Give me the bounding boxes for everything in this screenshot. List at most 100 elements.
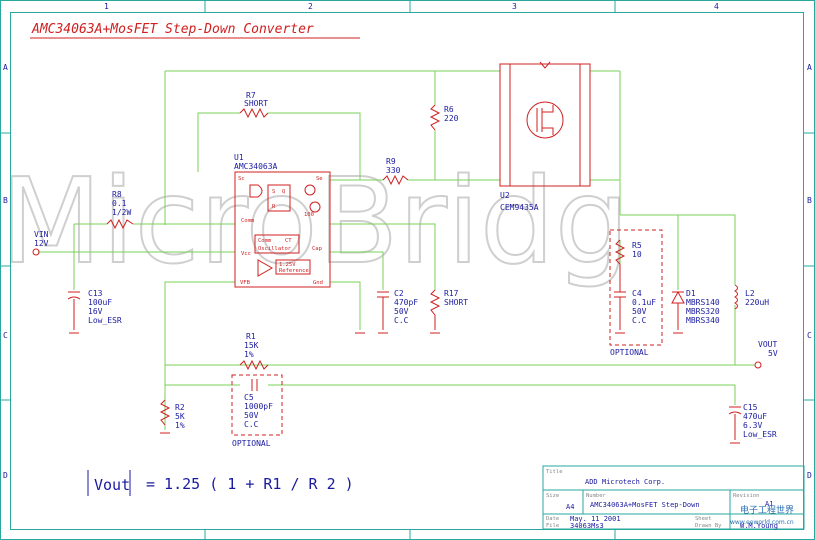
r1-tol: 1% (244, 350, 254, 359)
ground-symbols (69, 332, 740, 444)
r7-resistor: R7 SHORT (239, 91, 269, 119)
svg-text:CT: CT (285, 238, 292, 244)
c15-value: 470uF (743, 412, 767, 421)
svg-text:MicroBridg: MicroBridg (0, 152, 630, 290)
inner-frame (10, 12, 804, 530)
u1-latch (267, 184, 291, 212)
u1-pin-se: Se (316, 176, 323, 182)
u1-pin-vfb: VFB (240, 280, 251, 286)
col-label-4: 4 (714, 2, 719, 11)
u1-pin-sc: Sc (238, 176, 245, 182)
u1-reference (275, 259, 311, 275)
vout-port: VOUT 5V (754, 340, 778, 369)
r5-resistor: R5 10 (614, 239, 642, 265)
c13-ref: C13 (88, 289, 103, 298)
r2-tol: 1% (175, 421, 185, 430)
c13-value: 100uF (88, 298, 112, 307)
c5-ref: C5 (244, 393, 254, 402)
svg-text:Oscillator: Oscillator (258, 246, 292, 252)
r2-value: 5K (175, 412, 185, 421)
col-label-2: 2 (308, 2, 313, 11)
u1-comparator (257, 259, 274, 277)
c5-voltage: 50V (244, 411, 259, 420)
u1-pin-cap: Cap (312, 246, 322, 252)
c13-type: Low_ESR (88, 316, 122, 325)
row-label-d: D (3, 471, 8, 480)
r1-value: 15K (244, 341, 259, 350)
c15-voltage: 6.3V (743, 421, 762, 430)
watermark: MicroBridg (0, 151, 631, 291)
r9-value: 330 (386, 166, 401, 175)
wires (38, 70, 755, 430)
svg-text:Comm: Comm (258, 238, 272, 244)
optional-label-c4: OPTIONAL (610, 348, 649, 357)
row-label-d-right: D (807, 471, 812, 480)
tb-number: AMC34063A+MosFET Step-Down (590, 501, 700, 509)
svg-text:S: S (272, 189, 275, 195)
u1-and-gate (249, 184, 263, 198)
tb-drawn-label: Drawn By (695, 523, 722, 529)
u1-pin-vcc: Vcc (241, 251, 251, 257)
r5-value: 10 (632, 250, 642, 259)
c4-ref: C4 (632, 289, 642, 298)
optional-box-c5 (231, 374, 283, 436)
c5-capacitor: C5 1000pF 50V C.C (244, 379, 273, 429)
vin-port: VIN 12V (32, 230, 49, 256)
tb-size: A4 (566, 503, 574, 511)
c2-capacitor: C2 470pF 50V C.C (377, 289, 418, 330)
svg-text:Q: Q (282, 189, 285, 195)
r17-resistor: R17 SHORT (429, 289, 468, 330)
r6-resistor: R6 220 (429, 104, 459, 131)
r7-ref: R7 (246, 91, 256, 100)
l2-value: 220uH (745, 298, 769, 307)
formula-vout: Vout (94, 476, 130, 494)
c15-capacitor: C15 470uF 6.3V Low_ESR (728, 403, 777, 440)
u1-driver-transistor (304, 184, 316, 196)
l2-ref: L2 (745, 289, 755, 298)
c4-capacitor: C4 0.1uF 50V C.C (614, 264, 656, 330)
site-logo-url: www.eeworld.com.cn (730, 519, 794, 526)
c15-ref: C15 (743, 403, 758, 412)
r1-ref: R1 (246, 332, 256, 341)
d1-part1: MBRS140 (686, 298, 720, 307)
site-logo: 电子工程世界 www.eeworld.com.cn (730, 504, 794, 526)
u1-value: AMC34063A (234, 162, 278, 171)
row-label-c-right: C (807, 331, 812, 340)
r17-ref: R17 (444, 289, 459, 298)
r9-ref: R9 (386, 157, 396, 166)
d1-diode: D1 MBRS140 MBRS320 MBRS340 (671, 289, 720, 330)
r8-value2: 1/2W (112, 208, 131, 217)
tb-date-label: Date (546, 516, 559, 522)
r8-ref: R8 (112, 190, 122, 199)
c2-voltage: 50V (394, 307, 409, 316)
c4-value: 0.1uF (632, 298, 656, 307)
r2-resistor: R2 5K 1% (159, 399, 185, 430)
row-label-c: C (3, 331, 8, 340)
u1-ic: U1 AMC34063A Sc Se Comm Vcc VFB Gnd Cap … (234, 153, 331, 288)
svg-text:100: 100 (304, 212, 314, 218)
c13-capacitor: C13 100uF 16V Low_ESR (67, 289, 122, 330)
c2-ref: C2 (394, 289, 404, 298)
u1-oscillator (254, 234, 300, 254)
c2-type: C.C (394, 316, 409, 325)
tb-number-label: Number (586, 493, 607, 499)
svg-text:1.25V: 1.25V (279, 262, 296, 268)
tb-company: ADD Microtech Corp. (585, 478, 665, 486)
u1-pin-cs: Comm (241, 218, 255, 224)
c15-type: Low_ESR (743, 430, 777, 439)
u2-value: CEM9435A (500, 203, 539, 212)
tb-file: 34063Ms3 (570, 522, 604, 530)
r7-value: SHORT (244, 99, 268, 108)
tb-size-label: Size (546, 493, 559, 499)
tb-date: May. 11 2001 (570, 515, 621, 523)
vin-value: 12V (34, 239, 49, 248)
col-label-1: 1 (104, 2, 109, 11)
c5-value: 1000pF (244, 402, 273, 411)
svg-text:Reference: Reference (279, 268, 309, 274)
r17-value: SHORT (444, 298, 468, 307)
row-label-b-right: B (807, 196, 812, 205)
grid-labels: 1 2 3 4 A B C D A B C D (3, 2, 812, 480)
col-label-3: 3 (512, 2, 517, 11)
